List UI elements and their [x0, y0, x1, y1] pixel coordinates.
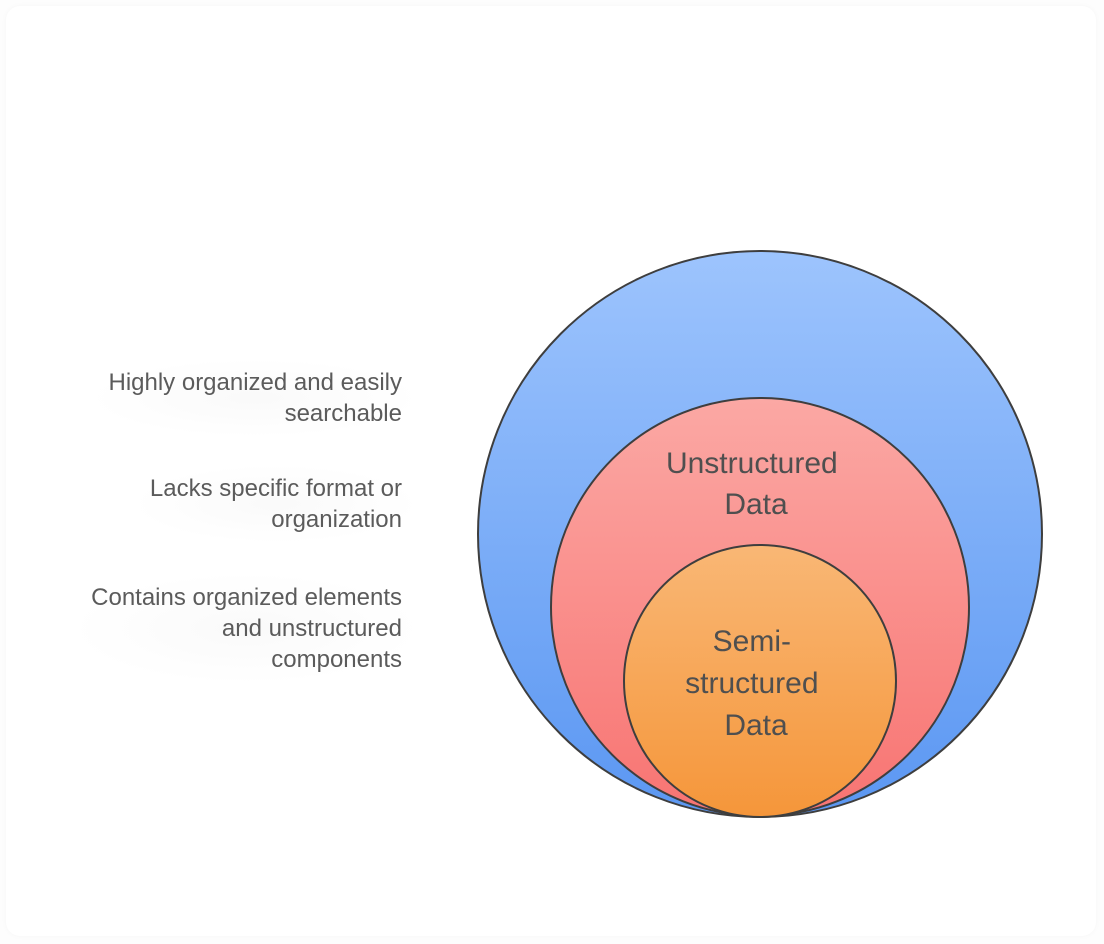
- description-structured: Highly organized and easily searchable: [98, 361, 412, 435]
- label-line: structured: [685, 667, 818, 700]
- description-line: Highly organized and easily: [108, 369, 402, 396]
- label-unstructured: Unstructured Data: [666, 447, 846, 521]
- description-line: and unstructured: [221, 615, 402, 642]
- description-line: components: [271, 646, 402, 673]
- description-line: Lacks specific format or: [149, 475, 402, 502]
- label-line: Data: [724, 488, 788, 521]
- label-semi-structured: Semi- structured Data: [685, 625, 827, 742]
- description-line: Contains organized elements: [91, 584, 402, 611]
- label-line: Data: [724, 709, 788, 742]
- description-line: organization: [271, 506, 402, 533]
- description-line: searchable: [284, 400, 402, 427]
- description-semi-structured: Contains organized elements and unstruct…: [81, 576, 412, 681]
- label-line: Unstructured: [666, 447, 838, 480]
- circle-semi-structured[interactable]: [623, 544, 897, 818]
- description-unstructured: Lacks specific format or organization: [139, 467, 412, 541]
- label-line: Semi-: [713, 625, 791, 658]
